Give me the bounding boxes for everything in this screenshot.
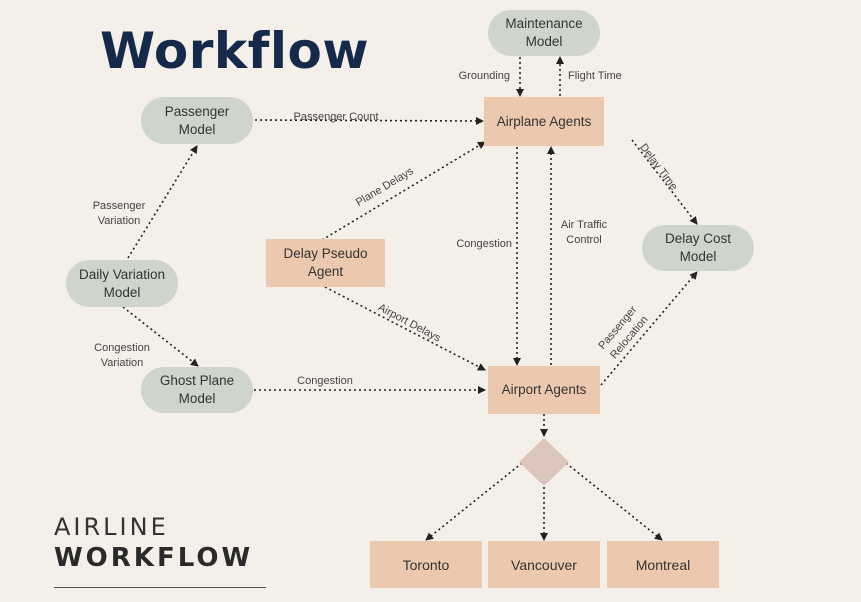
label-congestion-variation: Congestion Variation xyxy=(94,342,150,369)
passenger-model-node: Passenger Model xyxy=(141,97,253,144)
airplane-agents-node: Airplane Agents xyxy=(484,97,604,146)
label-passenger-variation: Passenger Variation xyxy=(92,200,146,227)
vancouver-node: Vancouver xyxy=(488,541,600,588)
daily-variation-model-node: Daily Variation Model xyxy=(66,260,178,307)
brand-underline xyxy=(54,587,266,588)
montreal-node: Montreal xyxy=(607,541,719,588)
edge-to-montreal xyxy=(565,462,663,541)
brand-line-workflow: WORKFLOW xyxy=(54,543,254,573)
label-congestion-vertical: Congestion xyxy=(456,238,512,250)
edge-passenger-count xyxy=(254,116,484,125)
label-grounding: Grounding xyxy=(458,70,510,82)
page-title: Workflow xyxy=(100,22,370,80)
toronto-node: Toronto xyxy=(370,541,482,588)
label-congestion-horizontal: Congestion xyxy=(297,375,353,387)
edge-plane-delays xyxy=(321,141,486,241)
delay-pseudo-agent-node: Delay Pseudo Agent xyxy=(266,239,385,287)
label-passenger-count: Passenger Count xyxy=(293,111,379,123)
edge-congestion-variation xyxy=(122,306,199,367)
decision-diamond xyxy=(519,438,569,486)
edge-airport-delays xyxy=(324,286,486,371)
label-air-traffic-control: Air Traffic Control xyxy=(560,219,608,246)
maintenance-model-node: Maintenance Model xyxy=(488,10,600,56)
delay-cost-model-node: Delay Cost Model xyxy=(642,225,754,271)
airport-agents-node: Airport Agents xyxy=(488,366,600,414)
brand-line-airline: AIRLINE xyxy=(54,513,169,541)
edge-to-toronto xyxy=(425,462,523,541)
edge-passenger-variation xyxy=(127,145,198,259)
label-flight-time: Flight Time xyxy=(568,70,622,82)
ghost-plane-model-node: Ghost Plane Model xyxy=(141,367,253,413)
